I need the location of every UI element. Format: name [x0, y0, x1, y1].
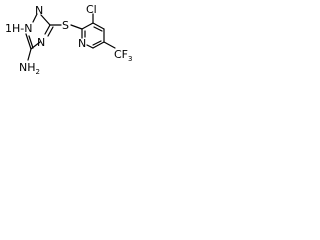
- triazole-ring: [25, 13, 54, 50]
- bond-c3-c4-double: [93, 26, 103, 32]
- atom-label-amine-nh: NH: [19, 61, 36, 74]
- bond-c3-n4: [44, 24, 51, 35]
- atom-label-n-triazole-bottom: N: [37, 36, 45, 49]
- bond-c5-c6-double: [92, 40, 102, 46]
- bond-c3-n4-double: [47, 26, 54, 37]
- bond-n1-c5: [25, 33, 32, 50]
- bond-n2-c3: [40, 14, 51, 26]
- bond-n1-n2: [32, 13, 38, 23]
- atom-label-nh: 1H-N: [5, 22, 32, 35]
- atom-label-cf3-subscript: 3: [128, 55, 132, 63]
- atom-label-chlorine: Cl: [86, 3, 97, 16]
- bond-s-c2: [70, 24, 83, 30]
- bond-c5-nh2: [27, 48, 32, 61]
- bond-c6-n1: [86, 44, 94, 49]
- bond-c5-c6: [92, 41, 105, 49]
- bond-c3-c4: [92, 22, 105, 30]
- atom-label-sulfur: S: [62, 19, 69, 32]
- bond-c5-n1-double: [28, 35, 34, 49]
- atom-label-n-triazole-top: N: [35, 4, 43, 17]
- bond-c5-cf3: [103, 41, 116, 49]
- atom-label-amine-subscript: 2: [36, 68, 40, 76]
- chemical-structure: 1H-N N N NH2 S Cl N CF3: [5, 3, 132, 76]
- atom-label-cf3-cf: CF: [114, 48, 128, 61]
- pyridine-ring: [81, 22, 105, 49]
- atom-label-n-pyridine: N: [78, 37, 86, 50]
- atom-label-cf3: CF3: [114, 48, 132, 63]
- bond-c2-c3: [81, 22, 94, 30]
- atom-label-amine: NH2: [19, 61, 40, 76]
